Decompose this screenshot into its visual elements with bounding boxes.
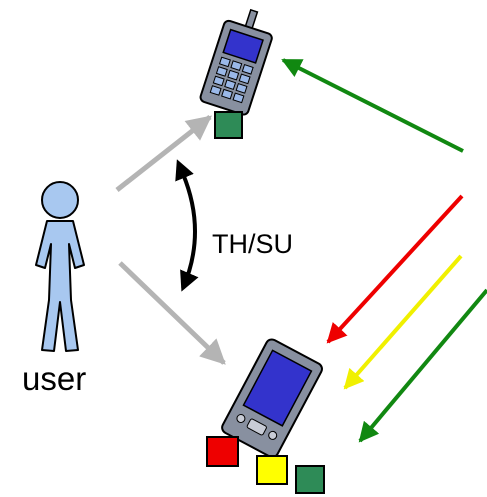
pda-device-icon (221, 338, 323, 459)
pda-green-tag (295, 465, 325, 494)
red-arrow-to-pda (326, 194, 464, 344)
phone-green-tag (214, 111, 243, 139)
user-figure-icon (35, 181, 85, 352)
th-su-relation-arrow (175, 159, 199, 292)
user-to-phone-arrow (115, 115, 212, 192)
mobile-phone-icon (199, 8, 273, 116)
green-arrow-to-pda (358, 288, 487, 443)
yellow-arrow-to-pda (343, 254, 463, 390)
pda-yellow-tag (256, 455, 288, 485)
th-su-label: TH/SU (212, 229, 293, 259)
user-label: user (22, 360, 86, 397)
user-to-pda-arrow (118, 261, 226, 365)
pda-red-tag (206, 436, 239, 467)
green-arrow-to-phone (281, 58, 464, 153)
